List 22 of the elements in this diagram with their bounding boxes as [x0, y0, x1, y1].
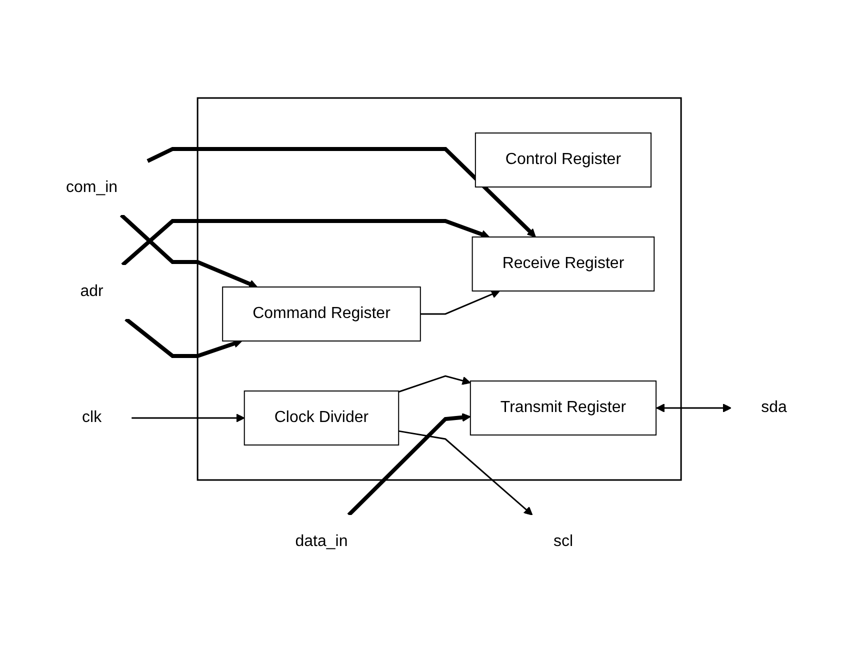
node-text: clk [82, 408, 102, 426]
arrow [124, 316, 242, 358]
node-text: scl [554, 532, 574, 550]
arrow [398, 430, 533, 515]
cluster [196, 96, 682, 480]
arrow [347, 412, 471, 516]
node-box: Clock Divider [244, 390, 400, 445]
node-box: Control Register [475, 132, 652, 187]
node-box: Command Register [222, 286, 421, 341]
node-text: adr [80, 282, 104, 300]
arrow [121, 218, 490, 266]
node-text: com_in [66, 178, 118, 196]
node-box: Transmit Register [470, 380, 657, 435]
arrow [120, 213, 258, 288]
node-text: data_in [295, 532, 348, 550]
arrow [146, 146, 536, 237]
arrow [656, 403, 732, 412]
arrow [420, 290, 500, 314]
arrow [398, 374, 471, 392]
arrow [132, 413, 245, 422]
node-text: sda [761, 398, 787, 416]
node-box: Receive Register [472, 236, 655, 291]
